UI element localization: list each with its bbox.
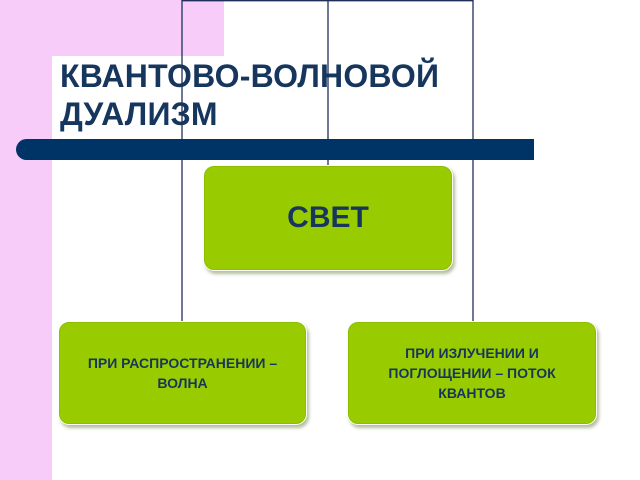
title-underline-bar bbox=[16, 139, 534, 160]
node-emission-absorption-quanta-label: ПРИ ИЗЛУЧЕНИИ И ПОГЛОЩЕНИИ – ПОТОК КВАНТ… bbox=[388, 345, 556, 401]
slide-title: КВАНТОВО-ВОЛНОВОЙ ДУАЛИЗМ bbox=[60, 57, 500, 133]
side-accent-band bbox=[0, 0, 52, 480]
node-light-label: СВЕТ bbox=[287, 201, 369, 234]
node-emission-absorption-quanta: ПРИ ИЗЛУЧЕНИИ И ПОГЛОЩЕНИИ – ПОТОК КВАНТ… bbox=[347, 321, 597, 425]
title-card bbox=[52, 56, 640, 146]
node-propagation-wave: ПРИ РАСПРОСТРАНЕНИИ – ВОЛНА bbox=[58, 321, 307, 425]
node-light: СВЕТ bbox=[203, 165, 453, 271]
title-line-2: ДУАЛИЗМ bbox=[60, 96, 218, 132]
node-propagation-wave-label: ПРИ РАСПРОСТРАНЕНИИ – ВОЛНА bbox=[87, 355, 278, 391]
top-accent-band bbox=[0, 0, 224, 56]
title-line-1: КВАНТОВО-ВОЛНОВОЙ bbox=[60, 58, 440, 94]
